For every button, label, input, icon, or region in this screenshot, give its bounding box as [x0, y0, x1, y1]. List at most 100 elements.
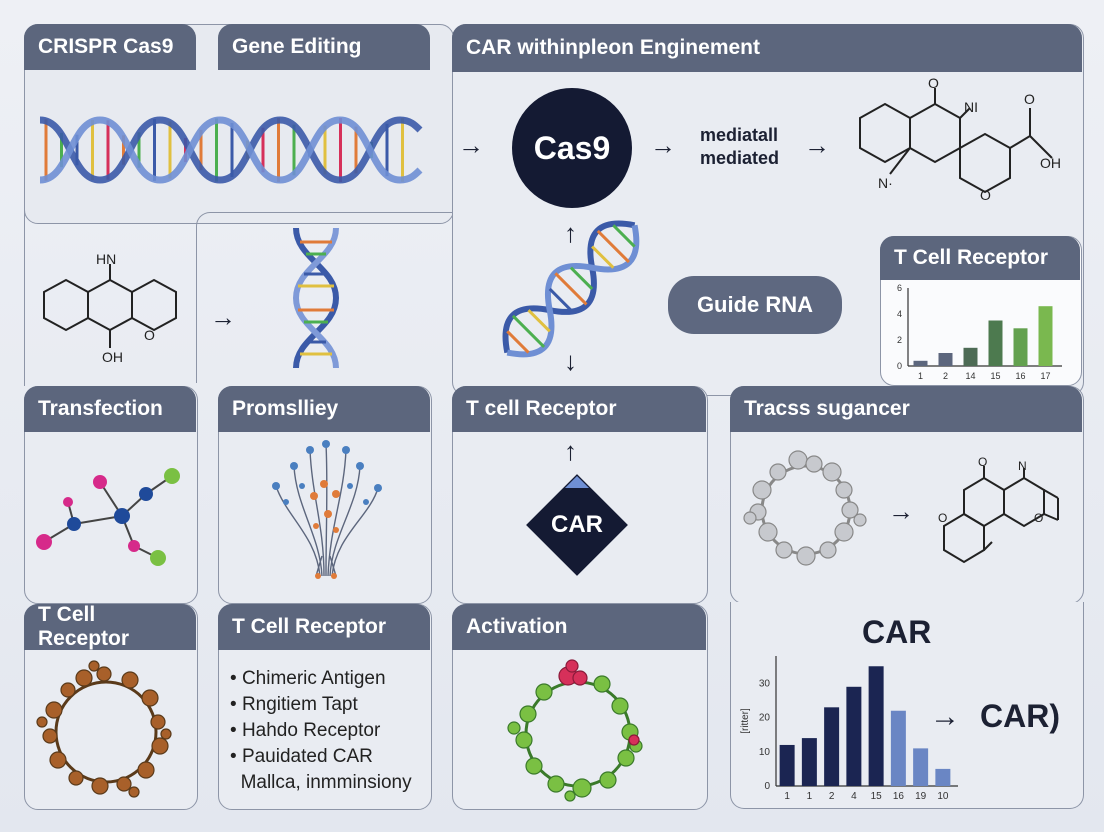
list-item: • Pauidated CAR: [230, 746, 373, 767]
dna-helix-diagonal-icon: [502, 220, 640, 358]
list-item: • Hahdo Receptor: [230, 720, 381, 741]
mediated-line-2: mediated: [700, 148, 780, 168]
o-label: O: [928, 75, 939, 91]
tcr-left-header: T Cell Receptor: [24, 603, 196, 650]
arrow-right-icon: →: [650, 130, 676, 160]
x-tick-label: 16: [893, 791, 905, 802]
fused-ring-molecule-icon: O N O O: [938, 455, 1059, 564]
cas9-circle[interactable]: Cas9: [512, 88, 632, 208]
bar: [1038, 306, 1053, 366]
cas9-label: Cas9: [533, 129, 611, 166]
car-chart-title: CAR: [862, 614, 932, 650]
left-column-frame: [24, 70, 197, 386]
activation-header: Activation: [452, 604, 706, 650]
x-tick-label: 10: [937, 791, 949, 802]
tracss-title: Tracss sugancer: [744, 397, 910, 420]
o-label: O: [978, 455, 987, 469]
arrow-right-icon: →: [888, 496, 914, 526]
bar: [1013, 328, 1028, 366]
promsliey-title: Promslliey: [232, 397, 339, 420]
y-tick-label: 2: [897, 335, 902, 345]
tcr-bullets-header: T Cell Receptor: [218, 604, 430, 650]
oh-label: OH: [102, 349, 123, 365]
o-label: O: [1024, 91, 1035, 107]
bar: [963, 347, 978, 366]
bar: [868, 666, 884, 786]
tricyclic-molecule-icon: O NI N· O O OH: [859, 75, 1061, 203]
bar: [913, 360, 928, 366]
arrow-right-icon: →: [804, 130, 830, 160]
n-label: N: [1018, 459, 1027, 473]
x-tick-label: 2: [829, 791, 835, 802]
gene-editing-title: Gene Editing: [232, 35, 362, 58]
ring-molecule-brown-icon: [36, 660, 172, 798]
network-tree-icon: [272, 440, 382, 579]
tracss-header: Tracss sugancer: [730, 386, 1082, 432]
car-engineering-title: CAR withinpleon Enginement: [466, 36, 760, 59]
oh-label: OH: [1040, 155, 1061, 171]
mediated-text: mediatall mediated: [700, 124, 779, 170]
car-diamond-label: CAR: [551, 511, 603, 538]
transfection-header: Transfection: [24, 386, 196, 432]
guide-rna-label: Guide RNA: [696, 292, 814, 317]
activation-title: Activation: [466, 615, 568, 638]
x-tick-label: 4: [851, 791, 857, 802]
crispr-title: CRISPR Cas9: [38, 35, 174, 58]
o-label: O: [1034, 511, 1043, 525]
dna-helix-vertical-icon: [292, 227, 340, 369]
car-arrow-label: CAR): [980, 698, 1060, 734]
list-item: Mallca, inmminsiony: [240, 772, 412, 793]
arrow-up-icon: ↑: [564, 218, 577, 248]
ni-label: NI: [964, 99, 978, 115]
x-tick-label: 14: [965, 371, 975, 381]
tcr-bullets-title: T Cell Receptor: [232, 615, 387, 638]
ring-molecule-green-icon: [507, 659, 643, 802]
y-tick-label: 20: [759, 713, 771, 724]
y-tick-label: 10: [759, 747, 771, 758]
o-label: O: [144, 327, 155, 343]
ball-stick-molecule-icon: [36, 468, 180, 566]
bar: [938, 353, 953, 366]
car-engineering-header: CAR withinpleon Enginement: [452, 24, 1082, 72]
tcr-chart-header: T Cell Receptor: [880, 236, 1080, 280]
x-tick-label: 15: [871, 791, 883, 802]
car-diamond[interactable]: CAR: [526, 474, 628, 576]
bar: [890, 710, 906, 786]
arrow-right-icon: →: [210, 302, 236, 332]
o-label: O: [938, 511, 947, 525]
x-tick-label: 1: [784, 791, 790, 802]
tab-gene-editing[interactable]: Gene Editing: [218, 24, 430, 70]
bar: [988, 320, 1003, 366]
x-tick-label: 19: [915, 791, 927, 802]
t-cell-receptor-title: T cell Receptor: [466, 397, 617, 420]
mediated-line-1: mediatall: [700, 125, 779, 145]
hn-label: HN: [96, 251, 116, 267]
bar: [913, 748, 929, 786]
y-tick-label: 0: [764, 781, 770, 792]
guide-rna-button[interactable]: Guide RNA: [668, 276, 842, 334]
list-item: • Rngitiem Tapt: [230, 694, 358, 715]
bar: [779, 744, 795, 786]
bar: [801, 738, 817, 786]
arrow-down-icon: ↓: [564, 346, 577, 376]
gene-editing-body: [196, 212, 453, 383]
arrow-right-icon: →: [930, 700, 960, 733]
y-tick-label: 0: [897, 361, 902, 371]
hn-oh-molecule-icon: HN OH O: [43, 251, 177, 365]
x-tick-label: 2: [943, 371, 948, 381]
transfection-title: Transfection: [38, 397, 163, 420]
y-axis-label: [ritter]: [740, 708, 751, 734]
list-item: • Chimeric Antigen: [230, 668, 386, 689]
tcr-bullet-list: • Chimeric Antigen • Rngitiem Tapt • Hah…: [230, 666, 412, 796]
tcr-chart-title: T Cell Receptor: [894, 246, 1049, 269]
o-label: O: [980, 187, 991, 203]
x-tick-label: 15: [990, 371, 1000, 381]
bar: [824, 707, 840, 786]
tab-crispr-cas9[interactable]: CRISPR Cas9: [24, 24, 196, 70]
x-tick-label: 1: [918, 371, 923, 381]
t-cell-receptor-header: T cell Receptor: [452, 386, 706, 432]
bar: [935, 768, 951, 786]
x-tick-label: 17: [1040, 371, 1050, 381]
